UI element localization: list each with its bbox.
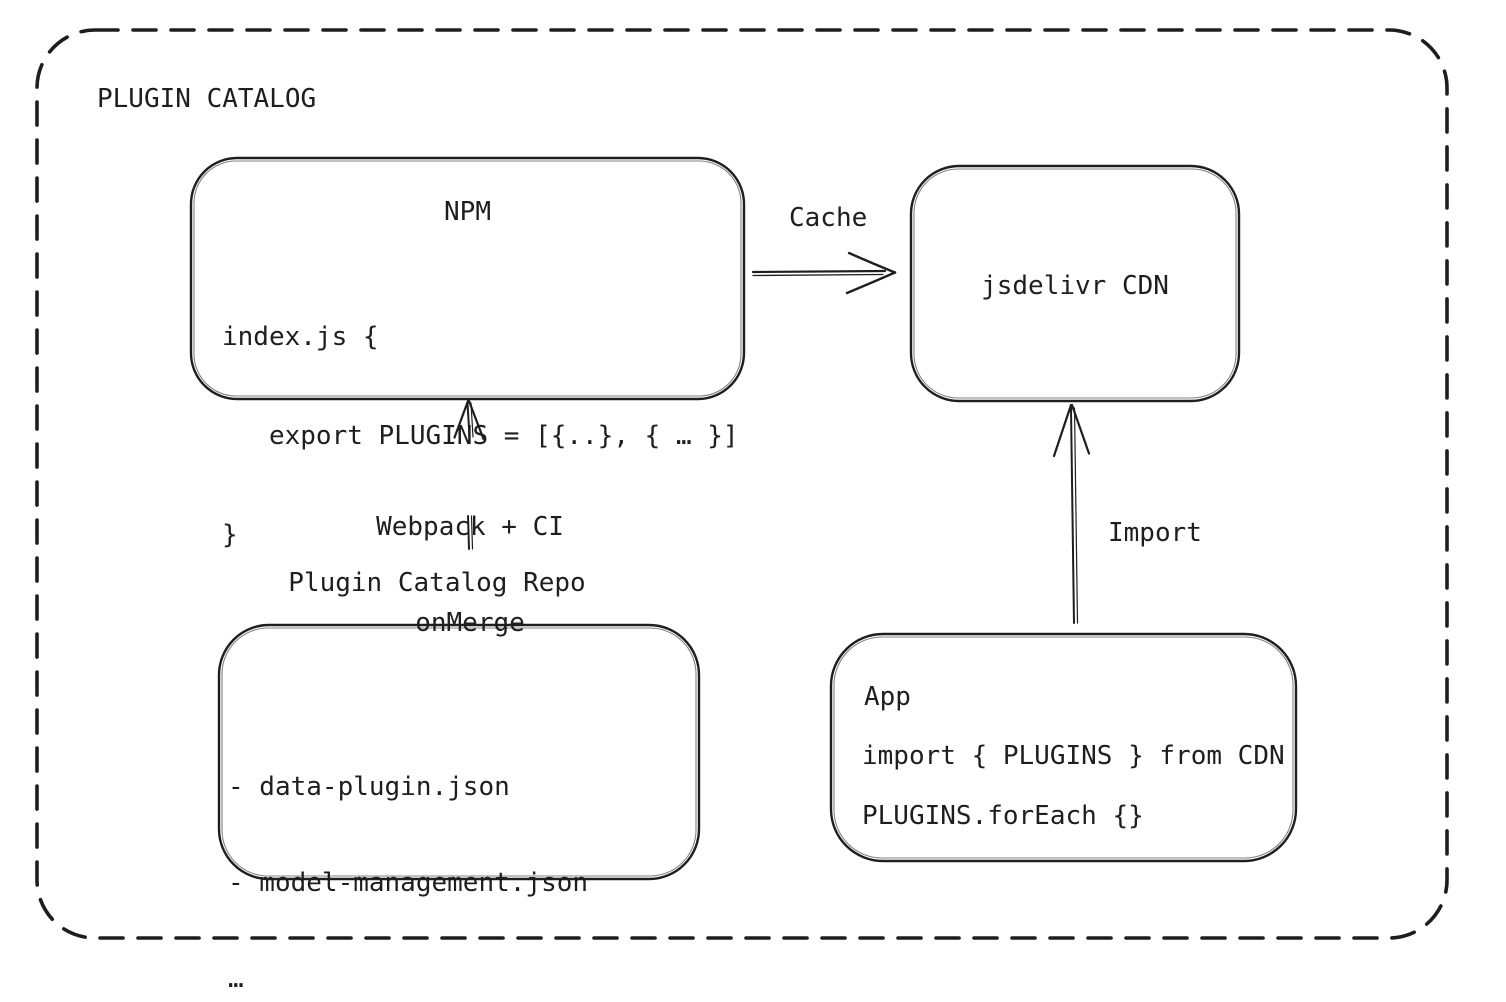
- import-arrow-label: Import: [1108, 518, 1202, 548]
- cache-arrow: [751, 251, 897, 295]
- npm-box-title: NPM: [444, 197, 491, 227]
- npm-code-line: index.js {: [222, 322, 379, 352]
- npm-box: [189, 156, 746, 401]
- npm-code-line: }: [222, 520, 238, 550]
- repo-box: [217, 623, 701, 881]
- build-arrow: [453, 399, 485, 550]
- diagram-title: PLUGIN CATALOG: [97, 84, 317, 114]
- npm-code-block: index.js { export PLUGINS = [{..}, { … }…: [222, 255, 739, 618]
- repo-file-item: …: [228, 964, 244, 994]
- repo-box-label: Plugin Catalog Repo: [288, 568, 586, 598]
- import-arrow: [1052, 403, 1091, 624]
- repo-file-item: - model-management.json: [228, 868, 589, 898]
- repo-file-item: - data-plugin.json: [228, 772, 510, 802]
- cache-arrow-label: Cache: [789, 203, 868, 233]
- cdn-box: [909, 164, 1241, 403]
- app-code-line: import { PLUGINS } from CDN: [862, 741, 1285, 771]
- app-box: [829, 632, 1298, 863]
- npm-code-line: export PLUGINS = [{..}, { … }]: [222, 421, 739, 451]
- app-box-title: App: [864, 682, 911, 712]
- build-arrow-label: Webpack + CI onMerge: [330, 447, 610, 703]
- build-arrow-label-line2: onMerge: [415, 608, 525, 638]
- build-arrow-label-line1: Webpack + CI: [376, 512, 564, 542]
- cdn-box-label: jsdelivr CDN: [981, 271, 1169, 301]
- plugin-catalog-container-border: [35, 28, 1449, 940]
- repo-file-list: - data-plugin.json - model-management.js…: [228, 707, 588, 1002]
- app-code-line: PLUGINS.forEach {}: [862, 801, 1144, 831]
